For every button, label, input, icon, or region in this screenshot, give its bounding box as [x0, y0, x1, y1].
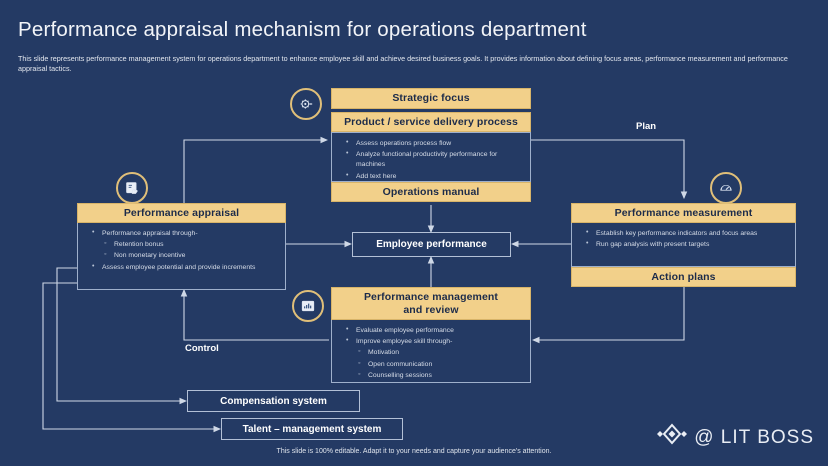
list-item: Evaluate employee performance: [346, 325, 522, 336]
list-item: Performance appraisal through-: [92, 228, 277, 239]
list-item: Assess operations process flow: [346, 138, 522, 149]
flow-label-plan: Plan: [636, 121, 657, 132]
bar-chart-icon: [292, 290, 324, 322]
header-line-2: and review: [403, 303, 459, 316]
performance-appraisal-bullet-list: Performance appraisal through- Retention…: [92, 228, 277, 273]
list-item: Counselling sessions: [346, 370, 522, 381]
list-item: Retention bonus: [92, 239, 277, 250]
list-item: Improve employee skill through-: [346, 336, 522, 347]
footnote: This slide is 100% editable. Adapt it to…: [276, 448, 552, 455]
node-employee-performance[interactable]: Employee performance: [352, 232, 511, 257]
node-product-service-header[interactable]: Product / service delivery process: [331, 112, 531, 132]
node-strategic-focus-header[interactable]: Strategic focus: [331, 88, 531, 109]
gauge-icon: [710, 172, 742, 204]
node-performance-appraisal-header[interactable]: Performance appraisal: [77, 203, 286, 223]
node-performance-management-body: Evaluate employee performance Improve em…: [331, 320, 531, 383]
node-operations-manual-footer[interactable]: Operations manual: [331, 182, 531, 202]
list-item: Open communication: [346, 359, 522, 370]
node-talent-management-system[interactable]: Talent – management system: [221, 418, 403, 440]
header-line-1: Performance management: [363, 291, 499, 304]
node-action-plans-footer[interactable]: Action plans: [571, 267, 796, 287]
node-performance-management-header[interactable]: Performance management and review: [331, 287, 531, 320]
node-performance-measurement-body: Establish key performance indicators and…: [571, 223, 796, 267]
document-hand-icon: [116, 172, 148, 204]
node-performance-appraisal-body: Performance appraisal through- Retention…: [77, 223, 286, 290]
list-item: Establish key performance indicators and…: [586, 228, 787, 239]
diamond-cluster-icon: [657, 422, 688, 453]
brand-logo: @ LIT BOSS: [657, 422, 814, 453]
list-item: Run gap analysis with present targets: [586, 239, 787, 250]
node-performance-measurement-header[interactable]: Performance measurement: [571, 203, 796, 223]
node-product-service-body: Assess operations process flow Analyze f…: [331, 132, 531, 182]
product-service-bullet-list: Assess operations process flow Analyze f…: [346, 138, 522, 182]
page-title: Performance appraisal mechanism for oper…: [18, 18, 587, 41]
target-settings-icon: [290, 88, 322, 120]
flow-label-control: Control: [185, 343, 219, 354]
page-subtitle: This slide represents performance manage…: [18, 54, 788, 74]
list-item: Add text here: [346, 171, 522, 182]
list-item: Motivation: [346, 347, 522, 358]
node-compensation-system[interactable]: Compensation system: [187, 390, 360, 412]
performance-management-bullet-list: Evaluate employee performance Improve em…: [346, 325, 522, 381]
list-item: Assess employee potential and provide in…: [92, 262, 277, 273]
logo-wordmark: @ LIT BOSS: [694, 426, 814, 448]
list-item: Analyze functional productivity performa…: [346, 149, 522, 170]
list-item: Non monetary incentive: [92, 250, 277, 261]
performance-measurement-bullet-list: Establish key performance indicators and…: [586, 228, 787, 250]
